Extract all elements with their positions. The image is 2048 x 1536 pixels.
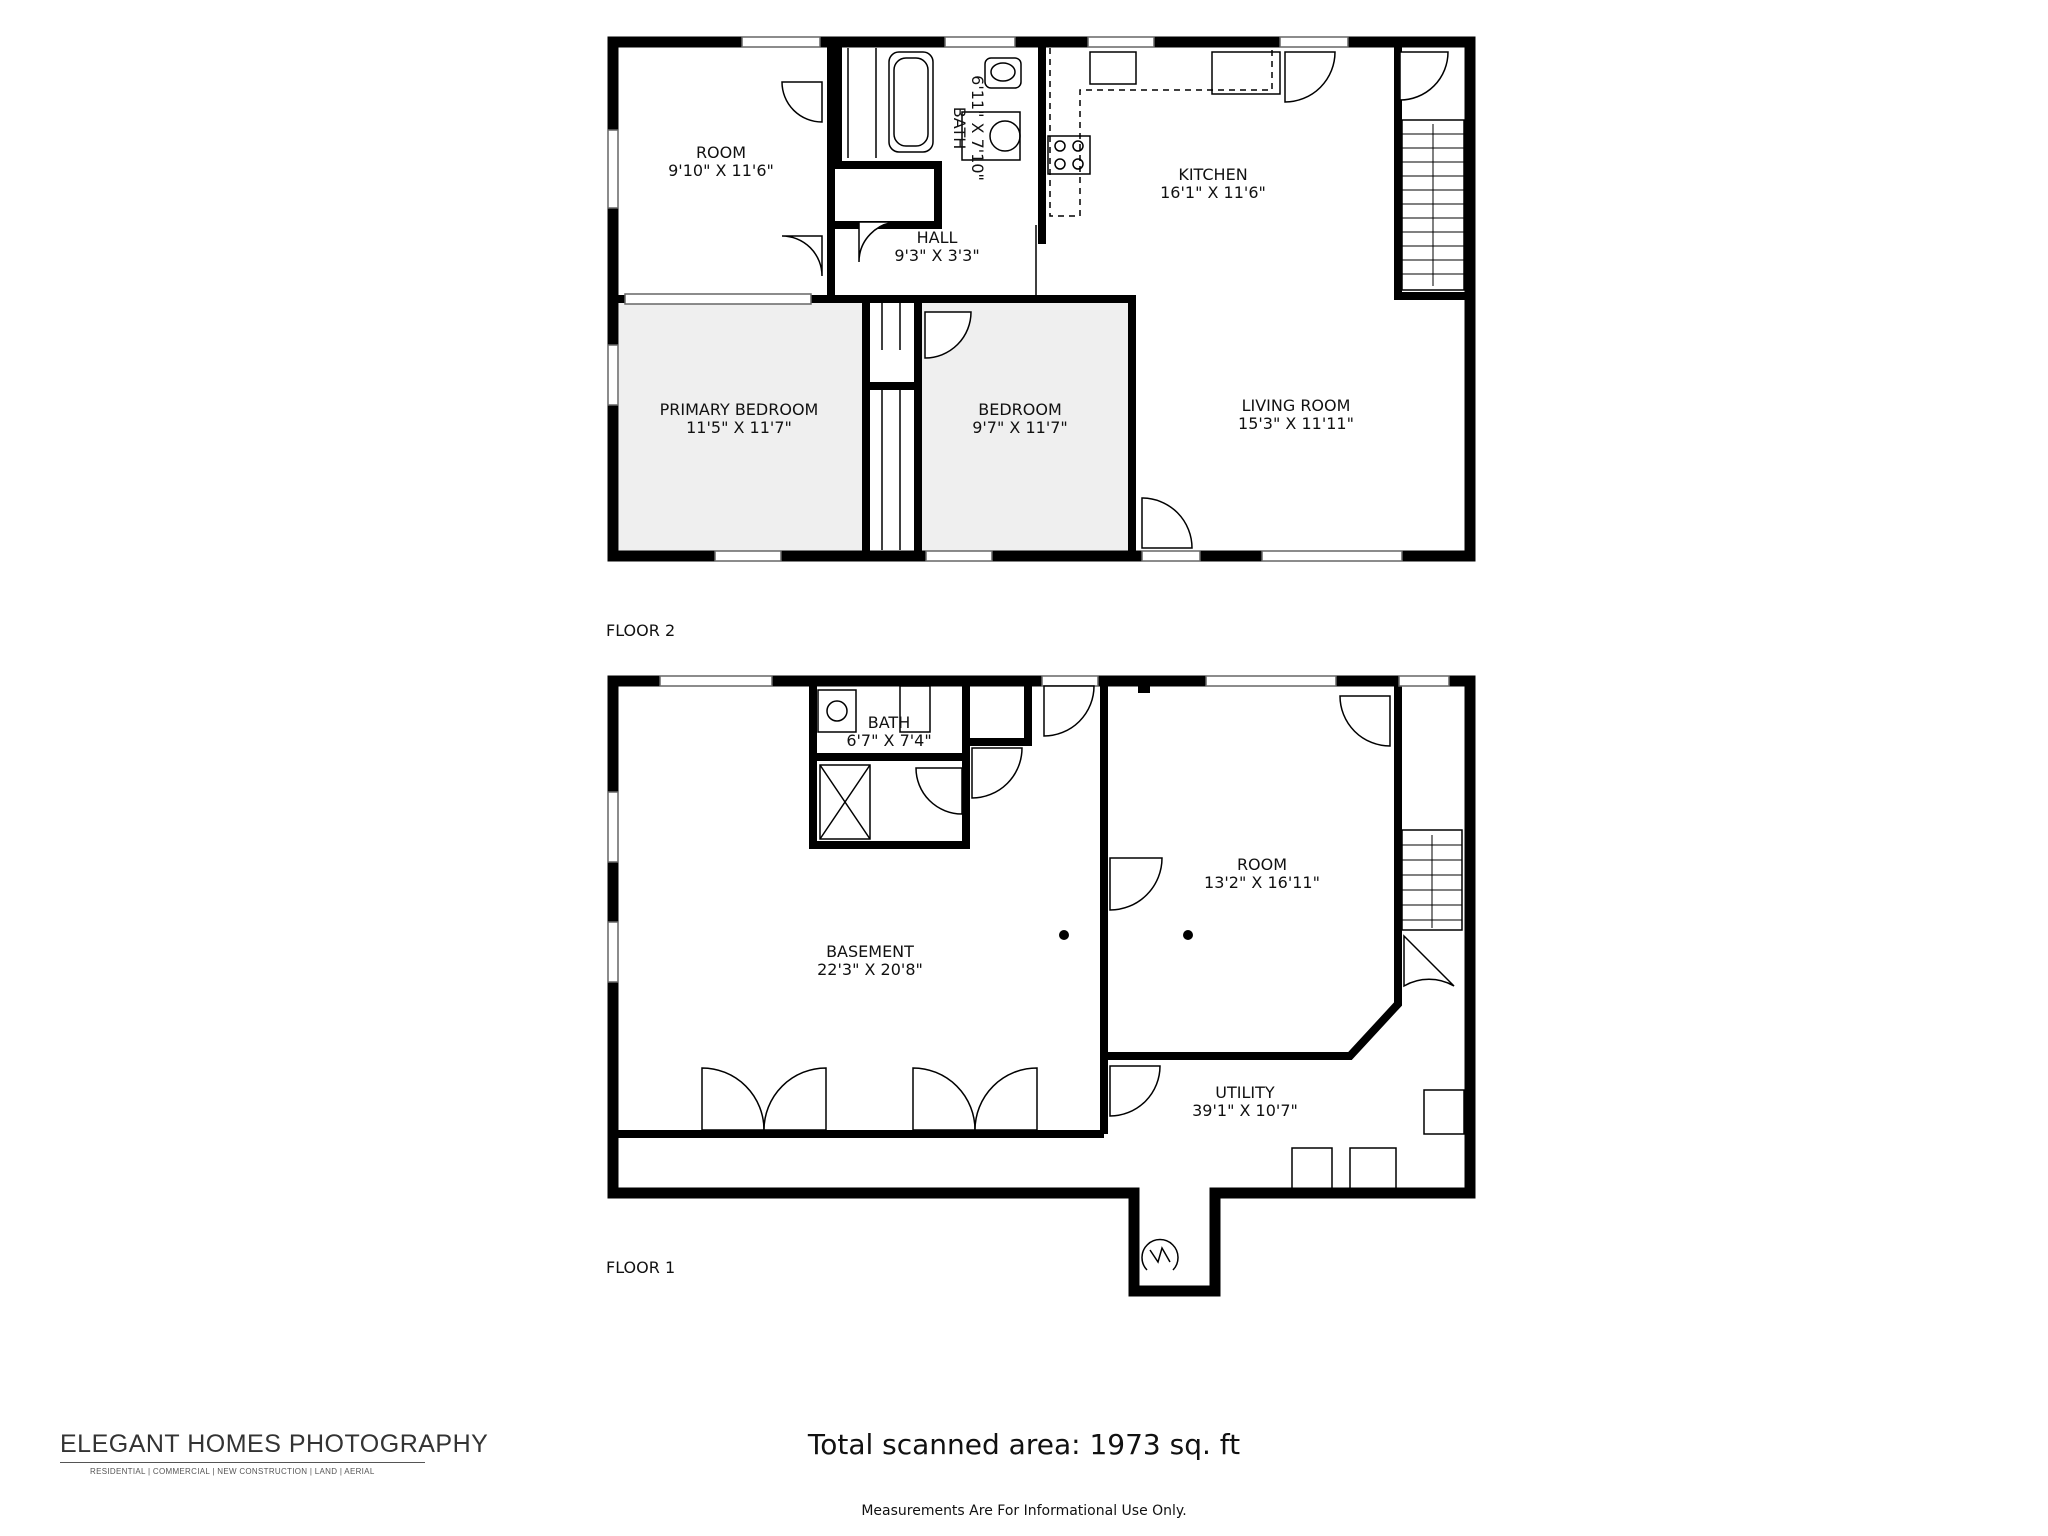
primary-bedroom-dims: 11'5" X 11'7" [686, 418, 792, 437]
bath-dims: 6'11" X 7'10" [968, 75, 987, 181]
room-name: ROOM [696, 143, 746, 162]
floor-2-windows [607, 36, 1403, 562]
basement-name: BASEMENT [826, 942, 914, 961]
primary-bedroom-name: PRIMARY BEDROOM [660, 400, 819, 419]
bath-dims: 6'7" X 7'4" [846, 731, 931, 750]
hall-dims: 9'3" X 3'3" [894, 246, 979, 265]
floor-2-doors [781, 51, 1449, 549]
logo-divider [60, 1462, 425, 1463]
floor-2-plan: ROOM 9'10" X 11'6" BATH 6'11" X 7'10" KI… [606, 36, 1476, 640]
room-name: ROOM [1237, 855, 1287, 874]
floor-1-interior-walls [609, 681, 1402, 1138]
room-dims: 9'10" X 11'6" [668, 161, 774, 180]
disclaimer: Measurements Are For Informational Use O… [861, 1503, 1187, 1519]
logo-name: ELEGANT HOMES PHOTOGRAPHY [60, 1430, 489, 1458]
floor-2-room-labels: ROOM 9'10" X 11'6" BATH 6'11" X 7'10" KI… [660, 75, 1354, 437]
living-room-dims: 15'3" X 11'11" [1238, 414, 1354, 433]
floor-2-interior-walls [609, 38, 1474, 560]
total-area: Total scanned area: 1973 sq. ft [807, 1428, 1241, 1461]
floor-1-stairs-treads [1402, 835, 1462, 928]
basement-dims: 22'3" X 20'8" [817, 960, 923, 979]
floor-1-fixtures [817, 685, 1465, 1271]
floor-1-exterior-walls [607, 675, 1476, 1297]
kitchen-name: KITCHEN [1178, 165, 1247, 184]
utility-name: UTILITY [1215, 1083, 1275, 1102]
floor-2-label: FLOOR 2 [606, 621, 675, 640]
floor-1-room-labels: BATH 6'7" X 7'4" ROOM 13'2" X 16'11" BAS… [817, 713, 1320, 1120]
floor-2-fixtures [847, 48, 1465, 550]
logo-services: RESIDENTIAL | COMMERCIAL | NEW CONSTRUCT… [90, 1467, 375, 1476]
bath-name: BATH [868, 713, 910, 732]
hall-name: HALL [917, 228, 958, 247]
floor-1-plan: BATH 6'7" X 7'4" ROOM 13'2" X 16'11" BAS… [606, 675, 1476, 1297]
bedroom-dims: 9'7" X 11'7" [972, 418, 1068, 437]
bedroom-name: BEDROOM [978, 400, 1062, 419]
utility-dims: 39'1" X 10'7" [1192, 1101, 1298, 1120]
kitchen-dims: 16'1" X 11'6" [1160, 183, 1266, 202]
living-room-name: LIVING ROOM [1242, 396, 1351, 415]
floor-1-posts [1059, 683, 1193, 940]
logo: ELEGANT HOMES PHOTOGRAPHY RESIDENTIAL | … [60, 1430, 489, 1476]
floor-1-doors [701, 685, 1455, 1131]
bath-name: BATH [950, 107, 969, 149]
room-dims: 13'2" X 16'11" [1204, 873, 1320, 892]
primary-bedroom-floor [619, 302, 863, 552]
floor-2-stairs-treads [1402, 124, 1464, 286]
floor-1-label: FLOOR 1 [606, 1258, 675, 1277]
